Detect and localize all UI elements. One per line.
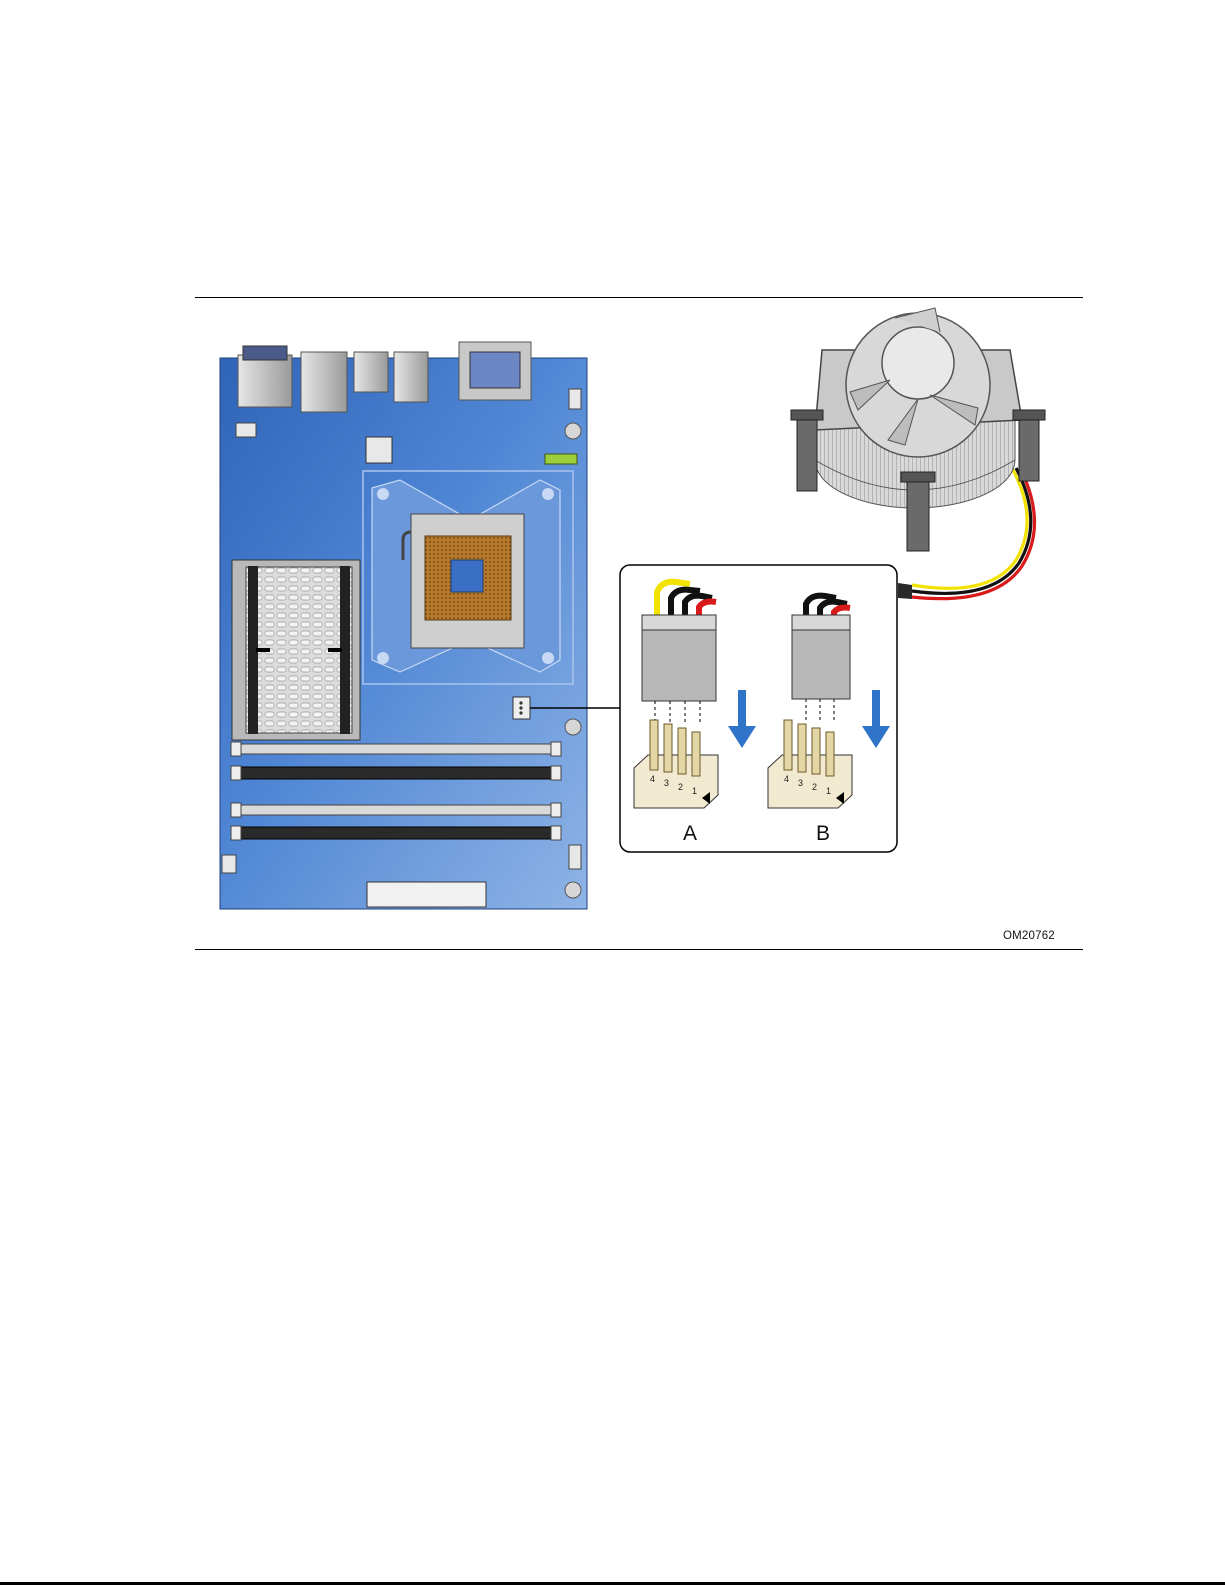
usb-lan-stack (301, 352, 347, 412)
led-header (545, 454, 577, 464)
aux-fan-header (236, 423, 256, 437)
dimm-slot (236, 827, 556, 839)
fan-hub (882, 327, 954, 399)
pin-number: 2 (678, 782, 683, 792)
pin-number: 3 (798, 778, 803, 788)
rear-fan-header (222, 855, 236, 873)
dimm-slot (236, 767, 556, 779)
label-b: B (816, 822, 830, 845)
pin-number: 1 (692, 786, 697, 796)
front-panel-header-top (569, 389, 581, 409)
push-pin (797, 413, 817, 491)
pin-number: 1 (826, 786, 831, 796)
pin-number: 3 (664, 778, 669, 788)
push-pin (907, 475, 929, 551)
fan-connector-callout: A B (620, 565, 897, 852)
audio-jacks (243, 346, 287, 360)
vga-port-pins (470, 352, 520, 388)
usb-stack (354, 352, 388, 392)
figure-id: OM20762 (1003, 930, 1055, 942)
audio-connector (238, 355, 292, 407)
chipset-heatsink (232, 560, 360, 740)
push-pin (1019, 413, 1039, 481)
mount-hole (565, 882, 581, 898)
atx-power-connector (367, 882, 486, 907)
power-12v-connector (366, 437, 392, 463)
pin-number: 4 (650, 774, 655, 784)
firewire-connector (394, 352, 428, 402)
pin-number: 2 (812, 782, 817, 792)
front-panel-header-bottom (569, 845, 581, 869)
processor-fan-heatsink (791, 308, 1045, 599)
dimm-slot (236, 744, 556, 754)
label-a: A (683, 822, 697, 845)
cpu-socket-center (451, 560, 483, 592)
motherboard (220, 342, 587, 909)
pin-number: 4 (784, 774, 789, 784)
mount-hole (565, 719, 581, 735)
mount-hole (565, 423, 581, 439)
dimm-slot (236, 805, 556, 815)
